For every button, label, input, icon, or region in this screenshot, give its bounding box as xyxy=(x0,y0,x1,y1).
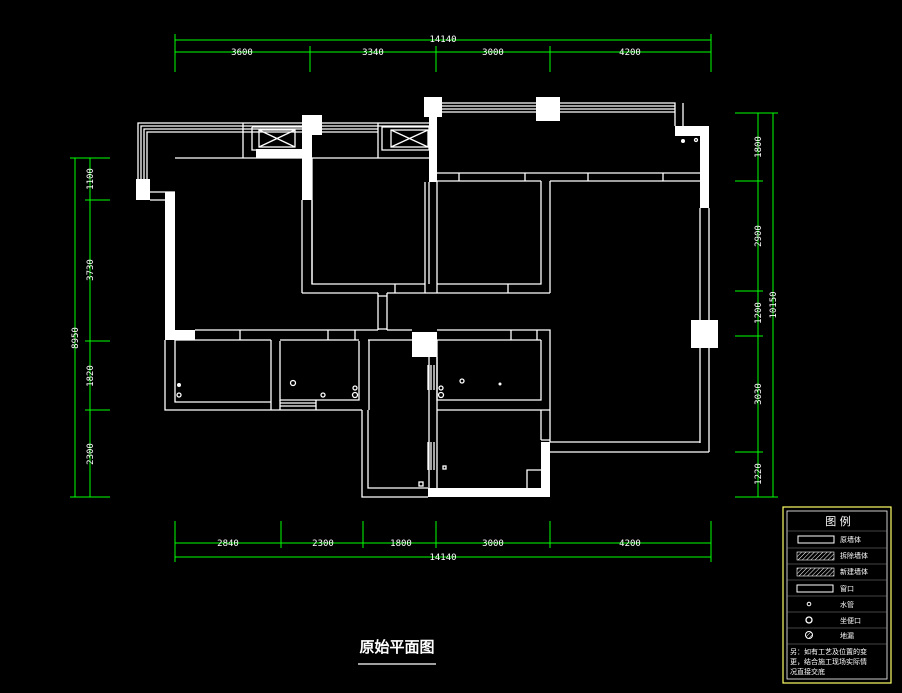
bottom-dimension: 4200 xyxy=(619,539,641,549)
legend-item-label: 窗口 xyxy=(840,584,854,593)
right-total-dimension: 10150 xyxy=(769,291,779,318)
window-symbol-icon xyxy=(796,584,834,593)
left-dimension: 3730 xyxy=(86,259,96,281)
bottom-dimension: 2840 xyxy=(217,539,239,549)
right-dimension: 3030 xyxy=(754,383,764,405)
new-wall-symbol-icon xyxy=(796,567,835,577)
left-dimension: 2300 xyxy=(86,443,96,465)
original-wall-symbol-icon xyxy=(797,535,835,544)
legend-item-label: 新建墙体 xyxy=(840,567,868,576)
top-dimension: 3600 xyxy=(231,48,253,58)
legend-note: 更，结合施工现场实际情 xyxy=(790,657,867,666)
bottom-dimension: 3000 xyxy=(482,539,504,549)
right-dimensions: 1800 2900 1200 3030 1220 10150 xyxy=(735,112,779,498)
water-pipe-icon xyxy=(320,392,326,398)
water-pipe-icon xyxy=(498,382,502,386)
top-total-dimension: 14140 xyxy=(429,35,456,45)
legend: 图 例 原墙体 拆除墙体 新建墙体 窗口 水管 坐便口 地漏 另：如有工艺及位置… xyxy=(782,506,892,684)
legend-item-label: 坐便口 xyxy=(840,616,861,625)
water-pipe-icon xyxy=(459,378,465,384)
left-total-dimension: 8950 xyxy=(71,327,81,349)
legend-note: 况直接交底 xyxy=(790,667,825,676)
legend-heading: 图 例 xyxy=(825,514,851,528)
floor-drain-icon xyxy=(442,465,447,470)
legend-item-label: 水管 xyxy=(840,600,854,609)
ac-unit-icon xyxy=(390,129,429,148)
top-dimensions: 14140 3600 3340 3000 4200 xyxy=(174,34,712,72)
water-pipe-symbol-icon xyxy=(806,601,812,607)
legend-item-label: 地漏 xyxy=(840,631,854,640)
floor-drain-icon xyxy=(418,481,424,487)
drawing-title: 原始平面图 xyxy=(359,638,434,656)
top-dimension: 3000 xyxy=(482,48,504,58)
right-dimension: 1800 xyxy=(754,136,764,158)
toilet-outlet-symbol-icon xyxy=(805,616,813,624)
left-dimensions: 8950 1100 3730 1820 2300 xyxy=(70,157,110,498)
bottom-total-dimension: 14140 xyxy=(429,553,456,563)
bottom-dimension: 2300 xyxy=(312,539,334,549)
water-pipe-icon xyxy=(176,392,182,398)
water-pipe-icon xyxy=(681,139,685,143)
top-dimension: 4200 xyxy=(619,48,641,58)
bottom-dimensions: 2840 2300 1800 3000 4200 14140 xyxy=(174,521,712,563)
right-dimension: 2900 xyxy=(754,225,764,247)
floor-drain-icon xyxy=(177,383,181,387)
left-dimension: 1820 xyxy=(86,365,96,387)
right-dimension: 1220 xyxy=(754,463,764,485)
walls xyxy=(136,97,718,498)
legend-item-label: 拆除墙体 xyxy=(840,551,868,560)
top-dimension: 3340 xyxy=(362,48,384,58)
legend-item-label: 原墙体 xyxy=(840,535,861,544)
toilet-outlet-icon xyxy=(289,379,297,387)
demolished-wall-symbol-icon xyxy=(796,551,835,561)
toilet-outlet-icon xyxy=(437,391,445,399)
legend-note: 另：如有工艺及位置的变 xyxy=(790,647,867,656)
toilet-outlet-icon xyxy=(351,391,359,399)
floor-drain-symbol-icon xyxy=(805,631,813,639)
right-dimension: 1200 xyxy=(754,302,764,324)
left-dimension: 1100 xyxy=(86,168,96,190)
bottom-dimension: 1800 xyxy=(390,539,412,549)
ac-unit-icon xyxy=(258,129,296,148)
water-pipe-icon xyxy=(352,385,358,391)
water-pipe-icon xyxy=(693,137,699,143)
water-pipe-icon xyxy=(438,385,444,391)
